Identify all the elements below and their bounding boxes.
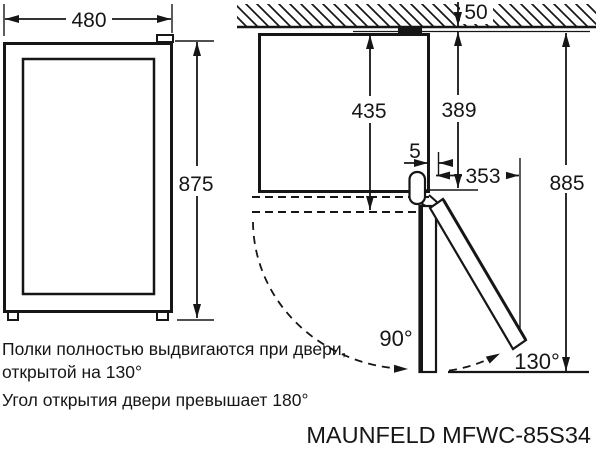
upper-section-label: 435 — [351, 100, 386, 123]
dimension-width-480: 480 — [3, 4, 173, 36]
dimension-hinge-389: 389 — [425, 32, 478, 191]
hinge-drop-label: 389 — [441, 99, 476, 122]
front-gap-label: 5 — [409, 140, 421, 163]
dimension-swing-353: 353 — [436, 163, 519, 188]
dimension-clearance-50: 50 — [454, 1, 493, 26]
door-swing-arc-180 — [252, 221, 409, 373]
note-shelves-line1: Полки полностью выдвигаются при двери, — [2, 339, 347, 359]
hinge-arm — [408, 170, 427, 206]
door-open-90 — [418, 204, 438, 374]
total-height-label: 885 — [549, 172, 584, 195]
note-door-angle: Угол открытия двери превышает 180° — [2, 390, 308, 410]
door-face-130 — [442, 199, 527, 341]
note-shelves-line2: открытой на 130° — [2, 362, 142, 382]
front-view: 480 875 — [3, 4, 215, 321]
door-handle-front — [156, 34, 174, 43]
foot-left — [7, 311, 19, 321]
label-backing — [441, 95, 478, 122]
door-swing-arc-130 — [448, 352, 501, 372]
label-backing — [66, 7, 112, 30]
label-backing — [350, 96, 390, 123]
swing-clearance-label: 353 — [465, 165, 500, 188]
label-backing — [460, 1, 493, 24]
door-handle-side — [398, 28, 422, 33]
side-view: 50 435 389 885 5 — [237, 1, 596, 374]
model-label: MAUNFELD MFWC-85S34 — [306, 422, 591, 448]
clearance-label: 50 — [464, 1, 487, 24]
door-panel-90 — [418, 204, 438, 374]
foot-right — [156, 311, 169, 321]
glass-door-frame — [21, 57, 156, 296]
label-backing — [178, 166, 215, 196]
dimension-height-875: 875 — [175, 40, 215, 321]
ceiling-hatch — [237, 4, 596, 26]
height-label: 875 — [178, 173, 213, 196]
width-label: 480 — [71, 9, 106, 32]
cabinet-side-outline — [258, 33, 430, 193]
door-open-130 — [428, 197, 528, 351]
angle-130-label: 130° — [514, 349, 560, 374]
angle-90-label: 90° — [379, 326, 412, 351]
notes: Полки полностью выдвигаются при двери, о… — [2, 339, 347, 410]
door-panel-130 — [428, 197, 528, 351]
label-backing — [547, 165, 587, 193]
label-backing — [462, 163, 506, 187]
dimension-total-885: 885 — [547, 33, 587, 371]
dimension-upper-435: 435 — [350, 35, 390, 210]
